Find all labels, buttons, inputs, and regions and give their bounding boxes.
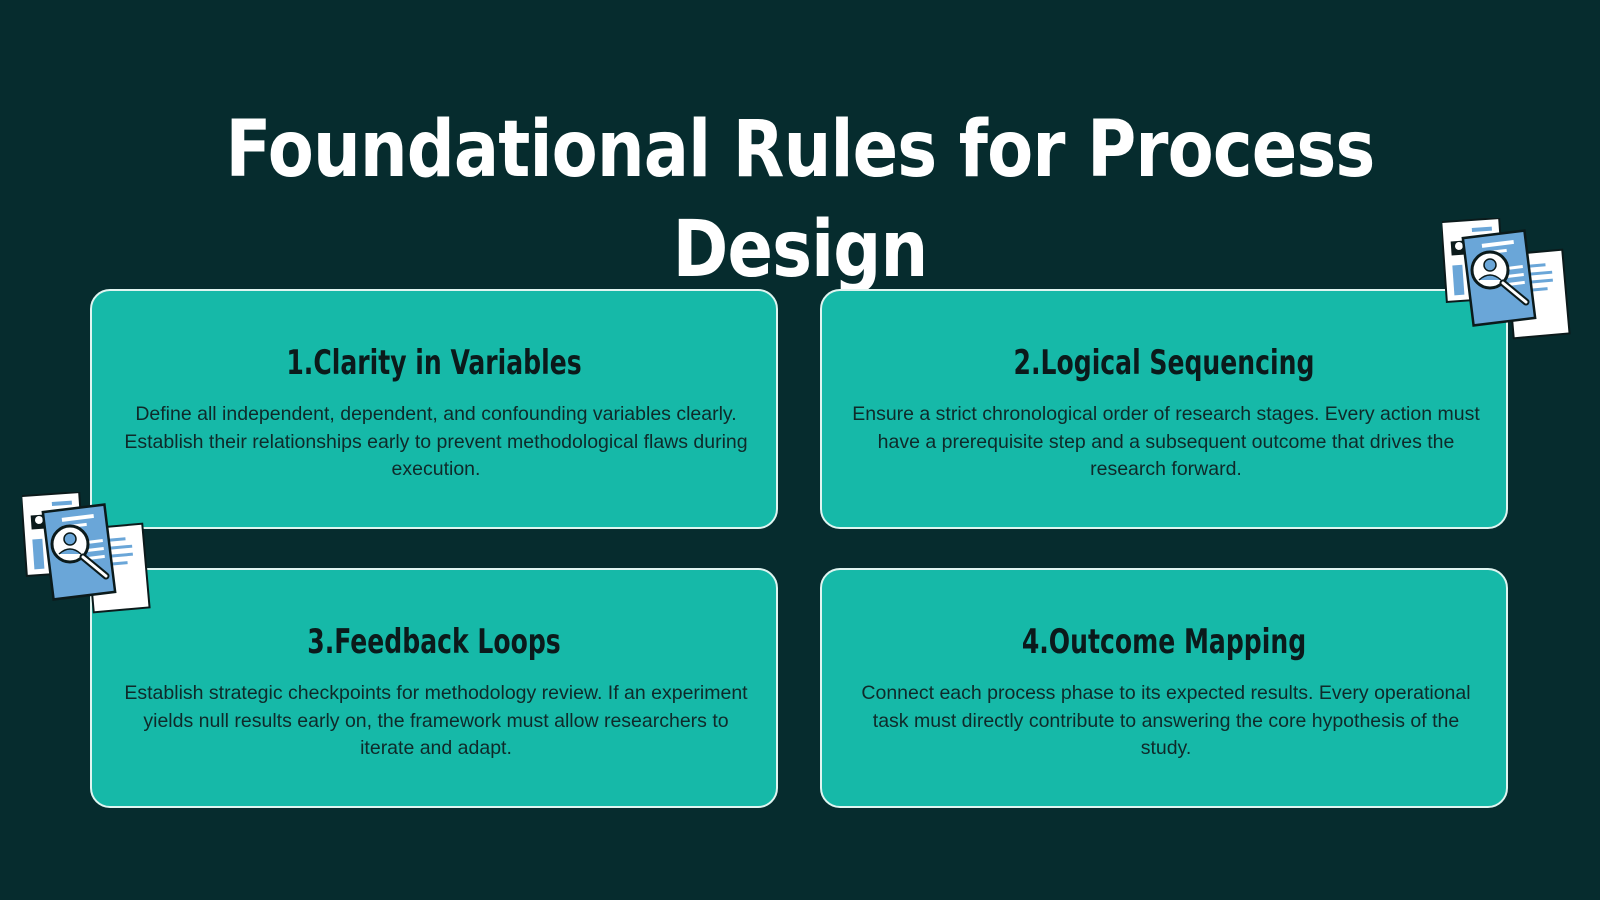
- card-heading: 2.Logical Sequencing: [1013, 343, 1315, 383]
- card-body: Ensure a strict chronological order of r…: [852, 403, 1480, 480]
- document-search-icon: [22, 492, 151, 614]
- card-body: Define all independent, dependent, and c…: [124, 403, 748, 480]
- card-heading: 3.Feedback Loops: [307, 622, 561, 662]
- card-body: Establish strategic checkpoints for meth…: [124, 682, 748, 759]
- rule-card-sequencing: 2.Logical Sequencing Ensure a strict chr…: [820, 289, 1508, 529]
- rule-card-outcome: 4.Outcome Mapping Connect each process p…: [820, 568, 1508, 808]
- slide-title: Foundational Rules for Process Design: [225, 105, 1375, 295]
- card-body: Connect each process phase to its expect…: [861, 682, 1471, 759]
- rule-card-clarity: 1.Clarity in Variables Define all indepe…: [90, 289, 778, 529]
- document-search-icon: [1442, 218, 1571, 340]
- card-heading: 4.Outcome Mapping: [1021, 622, 1307, 662]
- card-heading: 1.Clarity in Variables: [286, 343, 582, 383]
- rule-card-feedback: 3.Feedback Loops Establish strategic che…: [90, 568, 778, 808]
